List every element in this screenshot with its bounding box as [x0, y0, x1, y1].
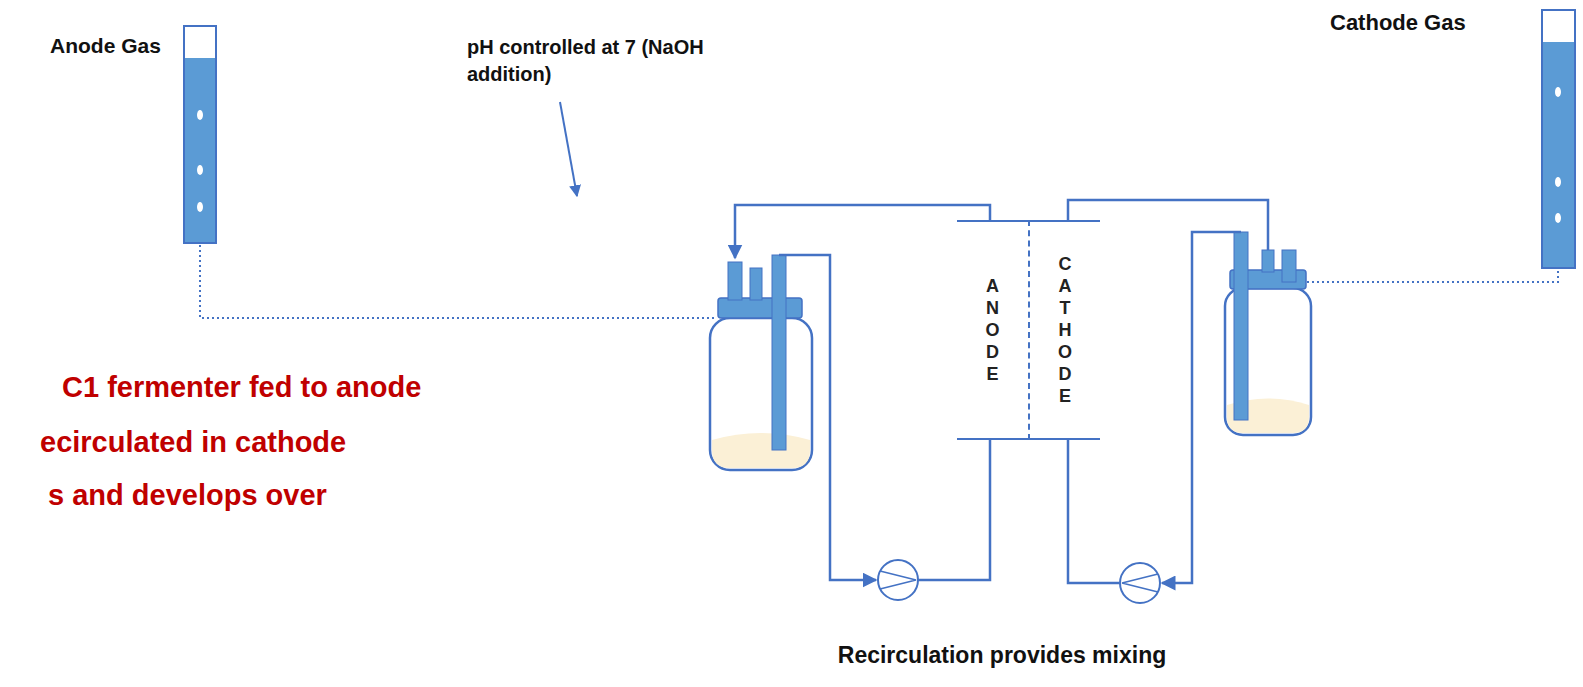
cathode-bottle — [1225, 232, 1311, 435]
pump-symbol — [878, 560, 918, 600]
caption-label: Recirculation provides mixing — [838, 640, 1166, 671]
flow-line — [918, 440, 990, 580]
anode-bottle — [710, 255, 812, 470]
pointer-arrow — [560, 102, 577, 196]
callout-text: s and develops over — [48, 476, 327, 515]
gas-tube — [1542, 10, 1575, 268]
gas-label: Cathode Gas — [1330, 8, 1466, 38]
cell-compartment: CATHODE — [1030, 220, 1100, 440]
callout-text: C1 fermenter fed to anode — [62, 368, 421, 407]
compartment-label: CATHODE — [1056, 253, 1074, 407]
note-label: pH controlled at 7 (NaOH addition) — [467, 34, 707, 88]
gas-label: Anode Gas — [50, 32, 161, 60]
gas-line — [200, 245, 716, 318]
gas-line — [1302, 270, 1558, 282]
flow-line — [779, 255, 876, 580]
compartment-label: ANODE — [984, 275, 1002, 385]
flow-line — [1068, 440, 1120, 583]
flow-line — [735, 205, 990, 258]
gas-tube — [184, 26, 216, 243]
cell-compartment: ANODE — [957, 220, 1030, 440]
pump-symbol — [1120, 563, 1160, 603]
callout-text: ecirculated in cathode — [40, 423, 346, 462]
flow-line — [1162, 232, 1241, 583]
